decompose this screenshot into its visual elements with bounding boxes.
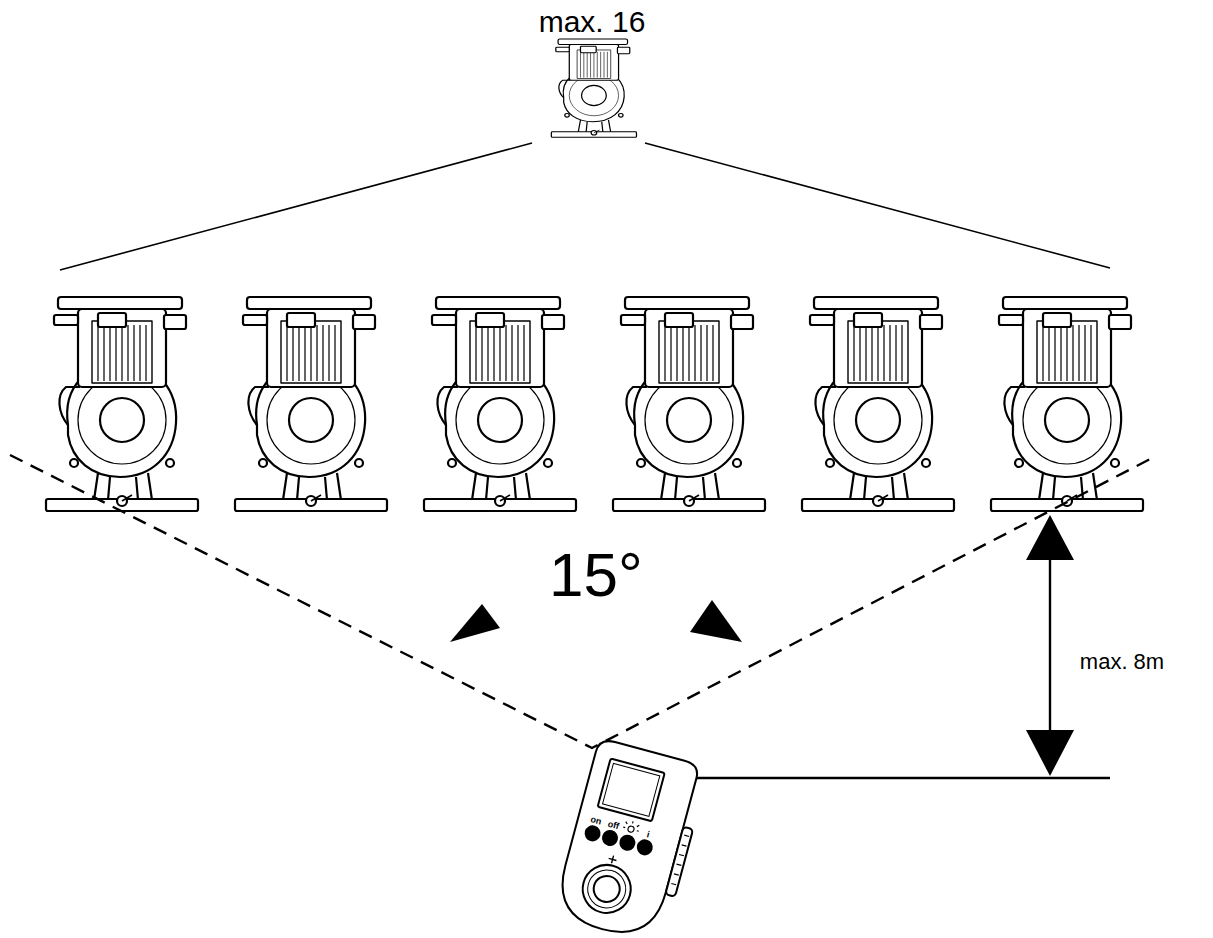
drawing-stroke	[622, 819, 640, 834]
group-bracket	[60, 143, 1110, 270]
drawing-stroke	[552, 738, 700, 938]
drawing-stroke	[1026, 515, 1074, 560]
drawing-stroke	[802, 297, 954, 511]
pump-row	[46, 297, 1143, 511]
button-label: i	[646, 830, 651, 839]
drawing-stroke	[598, 758, 665, 821]
pump-icon	[551, 39, 636, 137]
drawing-stroke	[1049, 545, 1051, 750]
drawing-stroke	[608, 855, 618, 865]
drawing-stroke	[619, 834, 636, 851]
drawing-stroke	[665, 777, 1110, 779]
distance-label: max. 8m	[1080, 651, 1164, 673]
remote-control	[552, 738, 710, 938]
drawing-stroke	[601, 829, 618, 846]
quantity-note: max. 16	[539, 7, 646, 37]
drawing-stroke	[235, 297, 387, 511]
drawing-stroke	[991, 297, 1143, 511]
drawing-stroke	[583, 866, 630, 913]
distance-arrow	[665, 515, 1110, 778]
button-label: off	[607, 820, 620, 832]
drawing-stroke	[1026, 730, 1074, 776]
drawing-stroke	[591, 873, 623, 905]
drawing-stroke	[577, 860, 636, 919]
range-line	[10, 455, 1156, 748]
button-label: on	[589, 815, 602, 827]
angle-label: 15°	[549, 544, 643, 606]
angle-arrow	[450, 604, 500, 642]
drawing-stroke	[603, 763, 660, 816]
drawing-stroke	[584, 825, 601, 842]
drawing-stroke	[627, 826, 634, 833]
drawing-stroke	[613, 297, 765, 511]
angle-arrow	[690, 600, 742, 642]
drawing-stroke	[665, 827, 693, 897]
drawing-stroke	[46, 297, 198, 511]
drawing-stroke	[671, 835, 689, 885]
drawing-stroke	[623, 819, 641, 831]
drawing-stroke	[424, 297, 576, 511]
drawing-stroke	[636, 839, 653, 856]
